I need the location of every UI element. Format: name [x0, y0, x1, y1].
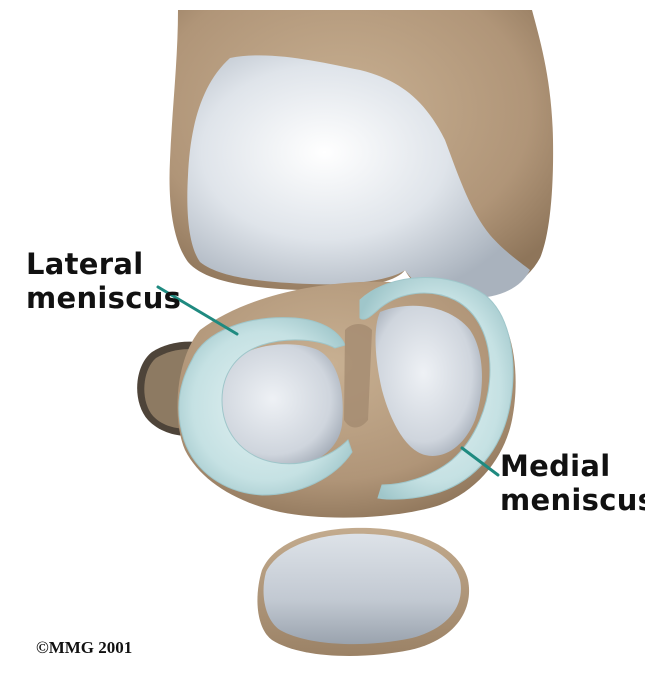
lateral-meniscus-label-line2: meniscus — [26, 281, 181, 315]
lateral-meniscus-label-line1: Lateral — [26, 247, 181, 281]
lateral-meniscus-label: Lateral meniscus — [26, 247, 181, 315]
medial-meniscus-label: Medial meniscus — [500, 449, 645, 517]
copyright-notice: ©MMG 2001 — [36, 638, 132, 658]
medial-meniscus-label-line2: meniscus — [500, 483, 645, 517]
intercondylar-eminence — [344, 324, 372, 428]
medial-meniscus-label-line1: Medial — [500, 449, 645, 483]
patella-cartilage — [264, 534, 461, 644]
